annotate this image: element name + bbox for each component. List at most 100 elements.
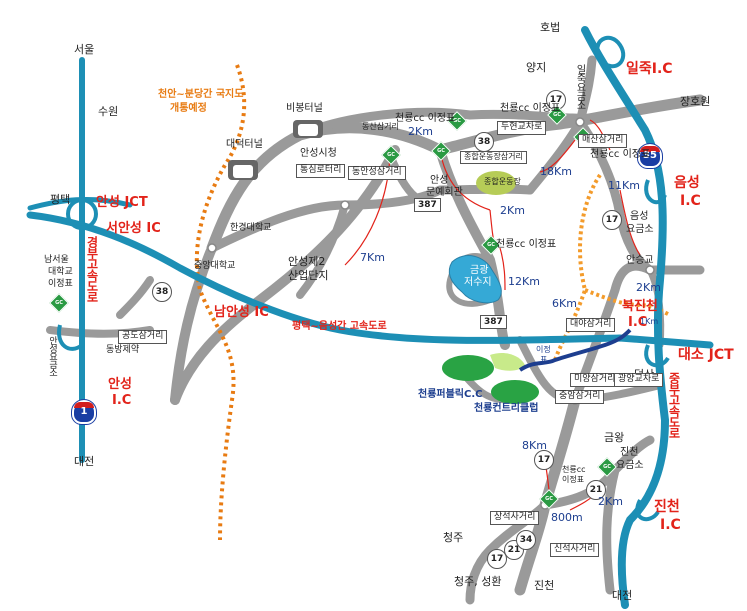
label-namseoul-3: 이정표 bbox=[48, 279, 73, 289]
city-jincheon: 진천 bbox=[534, 579, 555, 592]
label-namseoul-1: 남서울 bbox=[44, 255, 69, 265]
label-daedeok-tunnel: 대덕터널 bbox=[226, 139, 263, 150]
label-gongdo-cross: 공도삼거리 bbox=[118, 330, 168, 344]
label-anseong-ic-bottom: I.C bbox=[112, 393, 132, 408]
label-route-sign-1: 이정 bbox=[536, 345, 551, 354]
label-route-sign-2: 표 bbox=[540, 355, 548, 364]
route-21-shield-right: 21 bbox=[586, 480, 606, 500]
label-dongsan-cross: 동산삼거리 bbox=[362, 122, 399, 131]
label-cheonryong-sign-right: 천룡cc 이정표 bbox=[500, 103, 561, 114]
label-jincheon-toll-2: 요금소 bbox=[616, 460, 644, 471]
city-hobeop: 호법 bbox=[540, 21, 561, 34]
label-sinseok-cross: 신석사거리 bbox=[550, 543, 600, 557]
label-anseong-jct: 안성 JCT bbox=[96, 195, 148, 210]
route-17-shield-top: 17 bbox=[546, 90, 566, 110]
label-eumseong-toll-1: 음성 bbox=[630, 211, 649, 222]
dist-8km: 8Km bbox=[522, 439, 547, 452]
label-sports-complex: 종합운동장 bbox=[484, 177, 521, 186]
label-namanseong-ic: 남안성 IC bbox=[214, 305, 269, 320]
route-38-shield-left: 38 bbox=[152, 282, 172, 302]
city-yangji: 양지 bbox=[526, 61, 547, 74]
label-bukjincheon-top: 북진천 bbox=[622, 299, 658, 314]
label-cheonryong-country-club: 천룡컨트리클럽 bbox=[474, 403, 539, 414]
label-eumseong-ic-bottom: I.C bbox=[680, 193, 701, 209]
label-hankyong-univ: 한경대학교 bbox=[230, 223, 272, 233]
dist-1km: 1Km bbox=[640, 317, 659, 326]
label-namseoul-2: 대학교 bbox=[48, 267, 73, 277]
label-eumseong-ic-top: 음성 bbox=[674, 175, 700, 191]
dist-2km-bottom: 2Km bbox=[598, 495, 623, 508]
label-sangsak-cross: 상석사거리 bbox=[490, 511, 540, 525]
dist-18km: 18Km bbox=[540, 165, 572, 178]
label-anseong-arts-1: 안성 bbox=[430, 175, 449, 186]
label-anseong-industrial-2: 산업단지 bbox=[288, 269, 329, 282]
label-cheonryong-sign-mid: 천룡cc 이정표 bbox=[496, 239, 557, 250]
expressway-1-shield: 1 bbox=[71, 399, 97, 425]
city-pyeongtaek: 평택 bbox=[50, 193, 71, 206]
label-jungbu-expressway: 중부고속도로 bbox=[667, 372, 681, 438]
label-cheonryong-sign-top: 천룡cc 이정표 bbox=[395, 113, 456, 124]
label-pyeongtaek-eumseong-expressway: 평택~음성간 고속도로 bbox=[292, 321, 387, 332]
city-suwon: 수원 bbox=[98, 105, 119, 118]
label-anseong-cityhall: 안성시청 bbox=[300, 148, 337, 159]
dist-11km: 11Km bbox=[608, 179, 640, 192]
label-cheonryong-public-cc: 천룡퍼블릭C.C bbox=[418, 389, 483, 400]
label-eumseong-toll-2: 요금소 bbox=[626, 224, 654, 235]
label-jincheon-ic-bottom: I.C bbox=[660, 517, 681, 533]
label-jungang-univ: 중앙대학교 bbox=[194, 261, 236, 271]
label-daeya-cross: 대야삼거리 bbox=[566, 318, 616, 332]
dist-2km-right: 2Km bbox=[636, 281, 661, 294]
route-17-shield-bottom: 17 bbox=[534, 450, 554, 470]
label-anseong-arts-2: 문예회관 bbox=[426, 187, 463, 198]
label-ansung-bridge: 안승교 bbox=[626, 255, 654, 266]
label-geumgwang-reservoir-2: 저수지 bbox=[464, 277, 492, 288]
route-17-shield-mid: 17 bbox=[602, 210, 622, 230]
label-gwangyang-cross: 광양교차로 bbox=[614, 373, 664, 387]
label-planned-opening: 개통예정 bbox=[170, 103, 207, 114]
city-janghowon: 장호원 bbox=[680, 95, 711, 108]
label-dongan-cross: 동안성삼거리 bbox=[348, 166, 406, 180]
label-seoan-ic: 서안성 IC bbox=[106, 221, 161, 236]
label-sports-cross: 종합운동장삼거리 bbox=[460, 151, 527, 164]
label-bukjincheon-bottom: I.C bbox=[628, 315, 648, 330]
label-jungam-cross: 중암삼거리 bbox=[555, 390, 605, 404]
label-gyeongbu-expressway: 경부고속도로 bbox=[85, 236, 99, 302]
route-34-shield: 34 bbox=[516, 530, 536, 550]
dist-2km-mid: 2Km bbox=[500, 204, 525, 217]
label-jincheon-toll-1: 진천 bbox=[620, 447, 639, 458]
label-iljuk-ic: 일죽I.C bbox=[626, 61, 673, 77]
dist-800m: 800m bbox=[551, 511, 583, 524]
label-cc-sign-bottom-1: 천룡cc bbox=[562, 465, 586, 474]
city-daejeon-right: 대전 bbox=[612, 589, 633, 602]
label-daeso-jct: 대소 JCT bbox=[678, 347, 734, 363]
dist-12km: 12Km bbox=[508, 275, 540, 288]
label-cc-sign-bottom-2: 이정표 bbox=[562, 475, 585, 484]
city-cheongju-seonghwan: 청주, 성환 bbox=[454, 575, 502, 588]
route-387-shield-top: 387 bbox=[414, 198, 441, 212]
label-dongbang-pharma: 동방제약 bbox=[106, 345, 140, 355]
city-geumwang: 금왕 bbox=[604, 431, 625, 444]
label-anseong-industrial-1: 안성제2 bbox=[288, 255, 326, 268]
label-maesan-cross: 매산삼거리 bbox=[578, 134, 628, 148]
dist-6km: 6Km bbox=[552, 297, 577, 310]
label-cheonan-bundang-note: 천안~분당간 국지도 bbox=[158, 89, 244, 100]
label-bibong-tunnel: 비봉터널 bbox=[286, 103, 323, 114]
city-daejeon-left: 대전 bbox=[74, 455, 95, 468]
label-jincheon-ic-top: 진천 bbox=[654, 499, 680, 515]
expressway-35-shield: 35 bbox=[637, 143, 663, 169]
label-iljuk-toll: 일죽요금소 bbox=[574, 64, 585, 109]
label-cheonryong-sign-r2: 천룡cc 이정표 bbox=[590, 149, 651, 160]
label-duhyeon-cross: 두현교차로 bbox=[497, 121, 547, 135]
city-cheongju: 청주 bbox=[443, 531, 464, 544]
dist-2km-top: 2Km bbox=[408, 125, 433, 138]
route-38-shield-top: 38 bbox=[474, 132, 494, 152]
label-miyang-cross: 미양삼거리 bbox=[570, 373, 620, 387]
city-seoul: 서울 bbox=[74, 43, 95, 56]
label-geumgwang-reservoir-1: 금광 bbox=[470, 265, 489, 276]
route-387-shield-mid: 387 bbox=[480, 315, 507, 329]
dist-7km: 7Km bbox=[360, 251, 385, 264]
label-tongsim-rotary: 통심로터리 bbox=[296, 164, 346, 178]
label-anseong-ic-top: 안성 bbox=[108, 377, 132, 392]
label-anseong-toll: 안성요금소 bbox=[47, 336, 57, 376]
